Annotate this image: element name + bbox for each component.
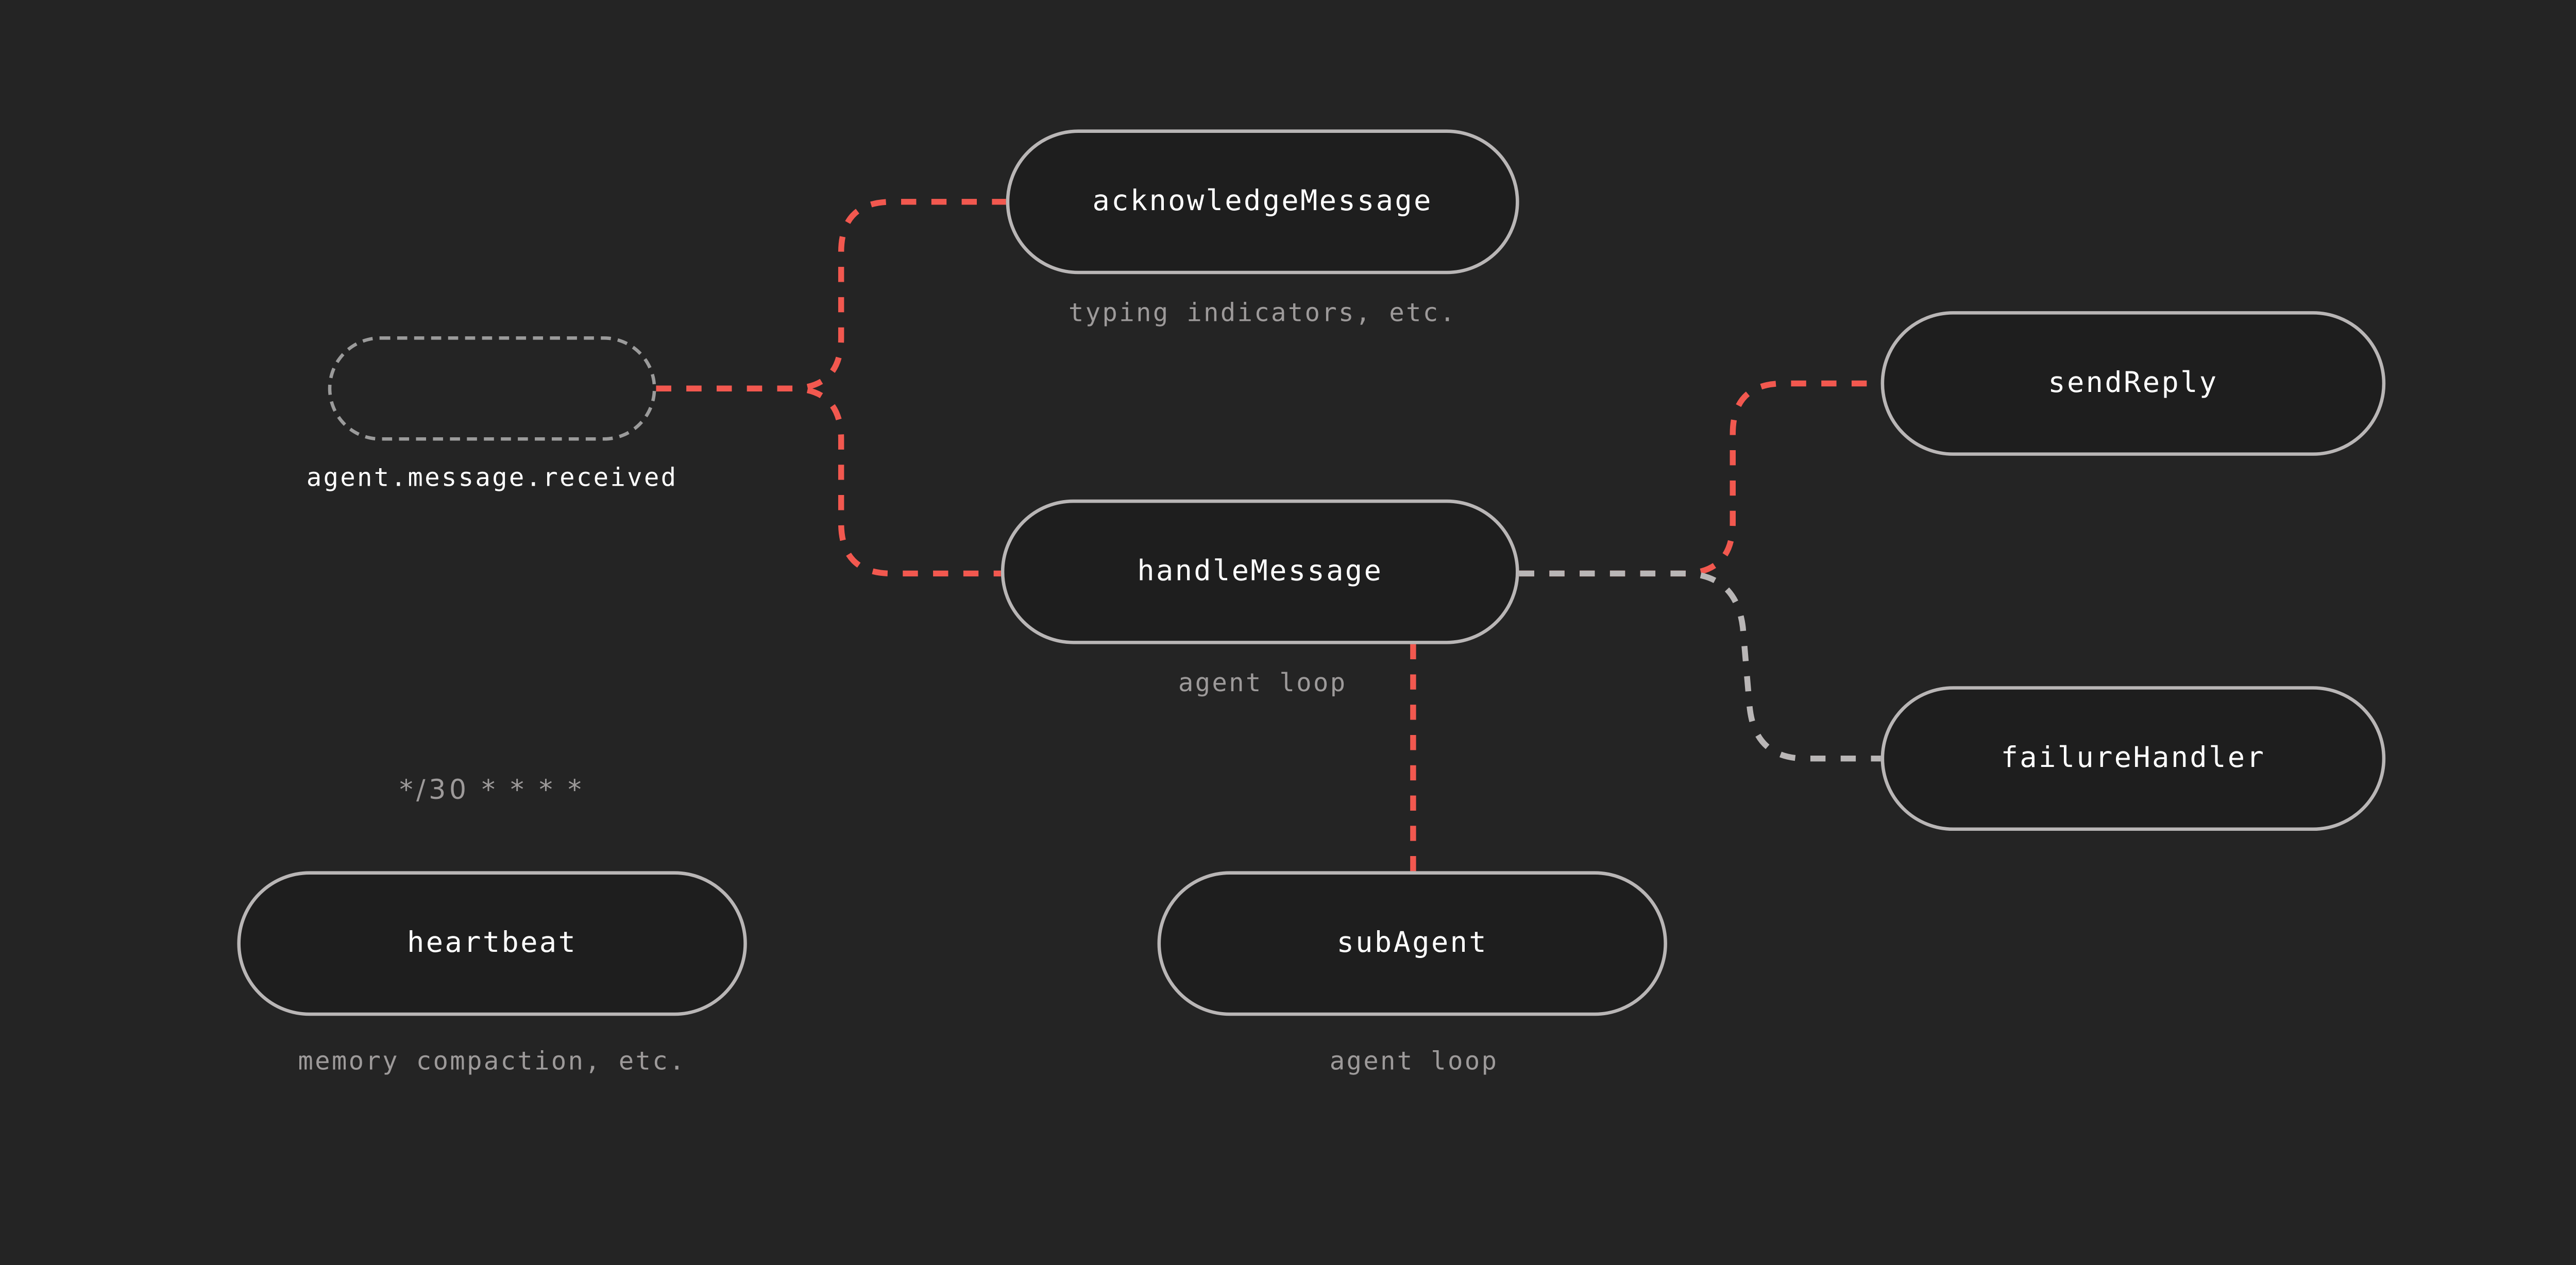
node-handle-message-label: handleMessage — [1137, 555, 1383, 589]
node-sub-agent[interactable]: subAgent — [1157, 871, 1667, 1016]
edge-handle-to-sendreply — [1519, 380, 1881, 577]
edge-handle-to-failurehandler — [1519, 570, 1881, 762]
caption-handle-message: agent loop — [1178, 668, 1347, 698]
node-send-reply-label: sendReply — [2048, 366, 2218, 401]
node-sub-agent-label: subAgent — [1336, 927, 1488, 961]
caption-sub-agent: agent loop — [1329, 1046, 1499, 1076]
node-heartbeat-label: heartbeat — [407, 927, 578, 961]
caption-heartbeat: memory compaction, etc. — [298, 1046, 686, 1076]
node-handle-message[interactable]: handleMessage — [1001, 499, 1519, 644]
edge-trigger-to-acknowledge — [656, 199, 1006, 392]
caption-acknowledge-message: typing indicators, etc. — [1068, 297, 1457, 328]
node-send-reply[interactable]: sendReply — [1880, 311, 2386, 456]
node-acknowledge-message-label: acknowledgeMessage — [1092, 185, 1433, 219]
schedule-heartbeat: */30 * * * * — [399, 774, 585, 806]
node-acknowledge-message[interactable]: acknowledgeMessage — [1006, 129, 1519, 275]
node-failure-handler-label: failureHandler — [2001, 742, 2266, 776]
node-heartbeat[interactable]: heartbeat — [237, 871, 747, 1016]
node-failure-handler[interactable]: failureHandler — [1880, 686, 2386, 831]
node-trigger-placeholder[interactable] — [328, 336, 656, 441]
caption-trigger: agent.message.received — [306, 462, 678, 493]
